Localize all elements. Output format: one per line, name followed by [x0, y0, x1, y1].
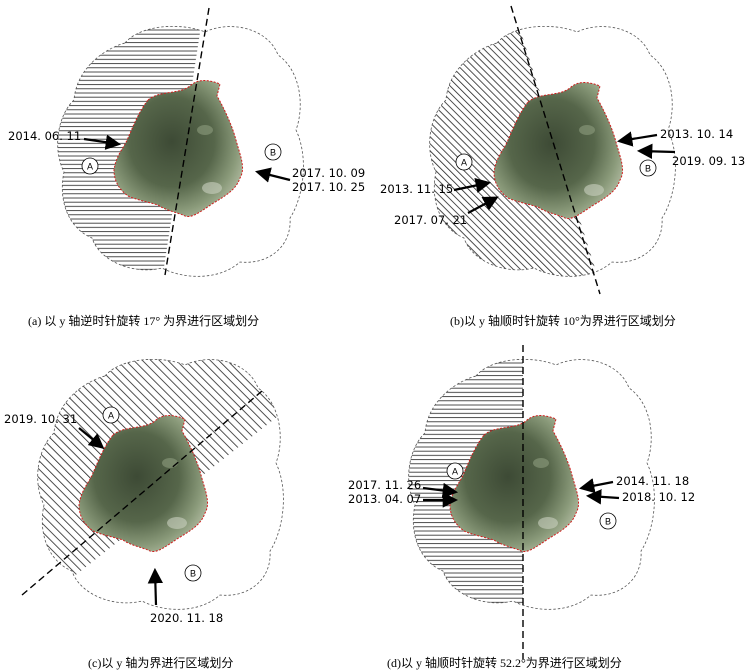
region-b-marker: [264, 143, 282, 161]
region-a-marker: [446, 462, 464, 480]
arrow: [422, 482, 459, 499]
panel-caption: (c)以 y 轴为界进行区域划分: [88, 655, 233, 670]
region-a-label: A: [461, 158, 467, 168]
region-b-marker: [639, 159, 657, 177]
island-image: [449, 415, 580, 553]
division-axis: [510, 5, 601, 295]
date-label: 2017. 07. 21: [394, 213, 467, 227]
arrow: [78, 427, 105, 449]
region-b-label: B: [190, 569, 196, 579]
date-label: 2017. 10. 09: [292, 166, 365, 180]
division-axis: [21, 390, 263, 596]
panel-caption: (d)以 y 轴顺时针旋转 52.2°为界进行区域划分: [387, 655, 622, 670]
date-label: 2017. 11. 26: [348, 478, 421, 492]
panel-d: A B 2017. 11. 26 2013. 04. 07 2014. 11. …: [348, 345, 695, 670]
island-image: [493, 82, 624, 220]
panel-c: A B 2019. 10. 31 2020. 11. 18 (c)以 y 轴为界…: [4, 358, 284, 670]
region-a-label: A: [452, 467, 458, 477]
date-label: 2014. 06. 11: [8, 129, 81, 143]
region-b-label: B: [645, 164, 651, 174]
division-axis: [164, 7, 210, 276]
arrow: [616, 131, 658, 147]
arrow: [585, 489, 620, 505]
region-b-marker: [599, 512, 617, 530]
arrow: [467, 196, 499, 214]
arrow: [147, 567, 164, 606]
region-b-label: B: [605, 517, 611, 527]
arrow: [636, 143, 676, 160]
arrow: [453, 177, 492, 194]
region-a-label: A: [87, 162, 93, 172]
date-label: 2017. 10. 25: [292, 180, 365, 194]
region-a-marker: [102, 406, 120, 424]
panel-a: A B 2014. 06. 11 2017. 10. 09 2017. 10. …: [8, 7, 365, 328]
island-image: [113, 80, 244, 218]
panel-caption: (b)以 y 轴顺时针旋转 10°为界进行区域划分: [450, 313, 676, 328]
arrow: [255, 167, 291, 183]
date-label: 2020. 11. 18: [150, 611, 223, 625]
region-b-marker: [184, 564, 202, 582]
date-label: 2013. 11. 15: [380, 182, 453, 196]
arrow: [83, 134, 122, 150]
date-label: 2019. 09. 13: [672, 154, 745, 168]
date-label: 2014. 11. 18: [616, 474, 689, 488]
date-label: 2013. 04. 07: [348, 492, 421, 506]
date-label: 2019. 10. 31: [4, 412, 77, 426]
region-b-label: B: [270, 148, 276, 158]
panel-caption: (a) 以 y 轴逆时针旋转 17° 为界进行区域划分: [28, 313, 259, 328]
date-label: 2018. 10. 12: [622, 490, 695, 504]
region-a-label: A: [108, 411, 114, 421]
arrow: [578, 478, 614, 494]
region-a-marker: [81, 157, 99, 175]
region-a-marker: [455, 153, 473, 171]
date-label: 2013. 10. 14: [660, 127, 733, 141]
panel-b: A B 2013. 11. 15 2017. 07. 21 2013. 10. …: [380, 5, 745, 328]
